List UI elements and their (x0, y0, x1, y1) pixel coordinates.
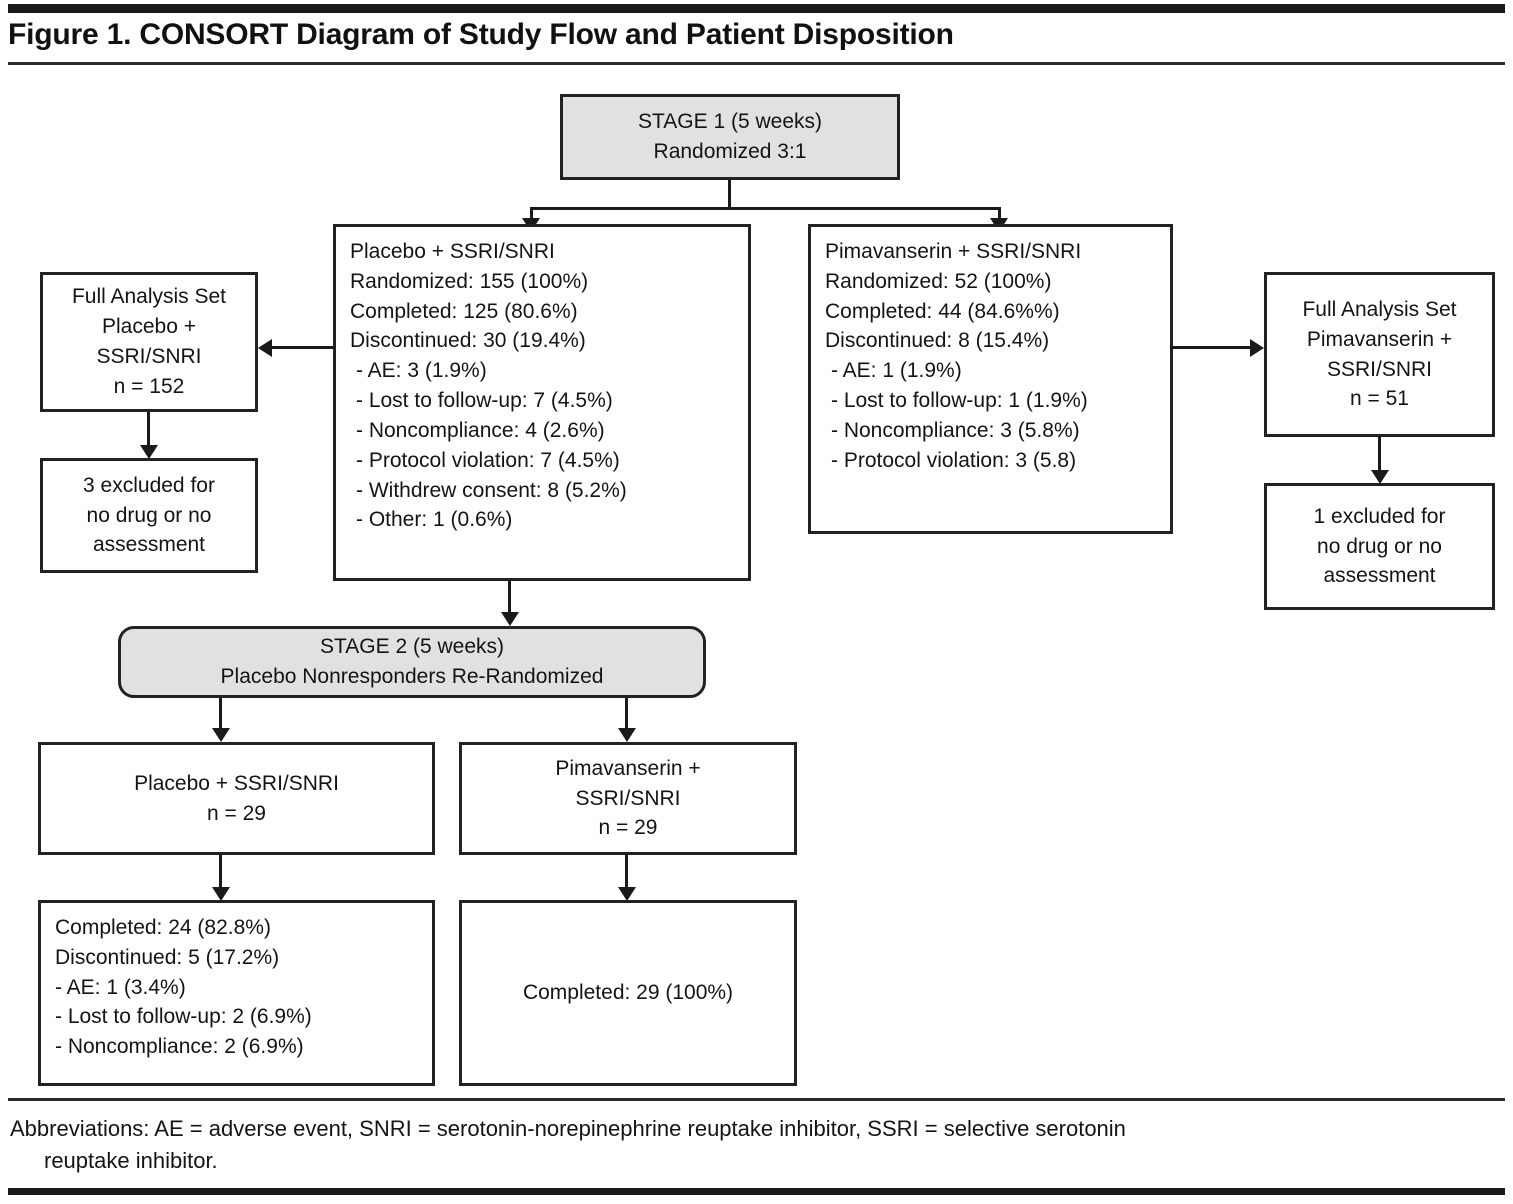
stage2-box: STAGE 2 (5 weeks) Placebo Nonresponders … (118, 626, 706, 698)
title-underline-rule (8, 62, 1505, 65)
fas-pimavanserin-line-4: n = 51 (1350, 387, 1409, 411)
fas-placebo-to-excluded-line (147, 412, 150, 451)
fas-pimavanserin-to-excluded-arrowhead (1371, 470, 1389, 484)
placebo-to-fas-line (272, 346, 334, 349)
excluded-pimavanserin-box: 1 excluded for no drug or no assessment (1264, 483, 1495, 610)
placebo-reason: - Other: 1 (0.6%) (356, 508, 513, 532)
stage2-line-1: STAGE 2 (5 weeks) (320, 635, 504, 659)
stage2-line-2: Placebo Nonresponders Re-Randomized (220, 665, 604, 688)
fas-placebo-line-1: Full Analysis Set (71, 285, 227, 309)
stage2-pimavanserin-outcome-box: Completed: 29 (100%) (459, 900, 797, 1086)
stage2-pimavanserin-line-2: SSRI/SNRI (575, 786, 681, 810)
stage2-left-arrowhead (212, 728, 230, 742)
placebo-reason: - Protocol violation: 7 (4.5%) (356, 448, 620, 472)
excluded-placebo-line-1: 3 excluded for (83, 473, 215, 497)
pimavanserin-arm-title: Pimavanserin + SSRI/SNRI (825, 240, 1082, 263)
stage1-split-bar (530, 207, 1000, 210)
stage1-line-1: STAGE 1 (5 weeks) (638, 110, 822, 134)
stage2-pimavanserin-line-3: n = 29 (598, 816, 658, 840)
excluded-placebo-box: 3 excluded for no drug or no assessment (40, 458, 258, 573)
excluded-pimavanserin-line-2: no drug or no (1317, 534, 1442, 558)
stage2-placebo-completed: Completed: 24 (82.8%) (55, 916, 271, 939)
placebo-to-stage2-arrowhead (501, 612, 519, 626)
stage2-pimavanserin-line-1: Pimavanserin + (555, 756, 701, 780)
stage2-placebo-line-1: Placebo + SSRI/SNRI (134, 771, 339, 795)
pimavanserin-arm-box: Pimavanserin + SSRI/SNRI Randomized: 52 … (808, 224, 1173, 534)
fas-pimavanserin-to-excluded-line (1378, 437, 1381, 476)
fas-placebo-line-3: SSRI/SNRI (96, 345, 202, 368)
fas-pimavanserin-line-1: Full Analysis Set (1302, 297, 1457, 321)
bottom-rule-thick (8, 1188, 1505, 1195)
excluded-placebo-line-2: no drug or no (86, 503, 212, 527)
stage2-left-drop (219, 698, 222, 733)
stage1-stem (728, 180, 731, 210)
excluded-pimavanserin-line-1: 1 excluded for (1313, 504, 1446, 528)
placebo-discontinued: Discontinued: 30 (19.4%) (350, 329, 586, 353)
placebo-arm-box: Placebo + SSRI/SNRI Randomized: 155 (100… (333, 224, 751, 581)
pimavanserin-reason: - AE: 1 (1.9%) (831, 359, 962, 383)
figure-title: Figure 1. CONSORT Diagram of Study Flow … (8, 18, 954, 51)
abbreviations-footnote: Abbreviations: AE = adverse event, SNRI … (10, 1113, 1490, 1177)
footnote-line-2: reuptake inhibitor. (44, 1147, 218, 1173)
fas-pimavanserin-box: Full Analysis Set Pimavanserin + SSRI/SN… (1264, 272, 1495, 437)
stage2-pimavanserin-to-outcome-arrowhead (618, 887, 636, 901)
stage2-right-drop (625, 698, 628, 733)
fas-placebo-box: Full Analysis Set Placebo + SSRI/SNRI n … (40, 272, 258, 412)
stage2-pimavanserin-to-outcome-line (625, 855, 628, 893)
pimavanserin-reason: - Lost to follow-up: 1 (1.9%) (831, 389, 1088, 413)
pimavanserin-randomized: Randomized: 52 (100%) (825, 269, 1052, 293)
stage2-pimavanserin-completed: Completed: 29 (100%) (522, 981, 734, 1005)
fas-placebo-to-excluded-arrowhead (140, 445, 158, 459)
stage1-line-2: Randomized 3:1 (653, 140, 807, 163)
stage2-placebo-to-outcome-line (219, 855, 222, 893)
stage2-placebo-to-outcome-arrowhead (212, 887, 230, 901)
pimavanserin-completed: Completed: 44 (84.6%%) (825, 299, 1060, 323)
stage2-placebo-line-2: n = 29 (207, 801, 266, 825)
pimavanserin-to-fas-line (1170, 346, 1252, 349)
fas-pimavanserin-line-2: Pimavanserin + (1306, 327, 1453, 351)
footnote-top-rule (8, 1098, 1505, 1101)
stage1-left-drop (530, 207, 533, 221)
placebo-completed: Completed: 125 (80.6%) (350, 299, 578, 323)
pimavanserin-discontinued: Discontinued: 8 (15.4%) (825, 329, 1050, 353)
stage2-placebo-reason: - AE: 1 (3.4%) (55, 975, 186, 999)
placebo-reason: - Noncompliance: 4 (2.6%) (356, 418, 605, 442)
stage2-pimavanserin-box: Pimavanserin + SSRI/SNRI n = 29 (459, 742, 797, 855)
pimavanserin-reason: - Noncompliance: 3 (5.8%) (831, 418, 1080, 442)
fas-placebo-line-4: n = 152 (113, 374, 185, 398)
placebo-reason: - Withdrew consent: 8 (5.2%) (356, 478, 627, 502)
excluded-placebo-line-3: assessment (92, 533, 206, 557)
stage2-placebo-box: Placebo + SSRI/SNRI n = 29 (38, 742, 435, 855)
top-rule-thick (8, 4, 1505, 13)
placebo-reason: - AE: 3 (1.9%) (356, 359, 487, 383)
stage2-right-arrowhead (618, 728, 636, 742)
placebo-arm-title: Placebo + SSRI/SNRI (350, 240, 555, 263)
stage2-placebo-reason: - Lost to follow-up: 2 (6.9%) (55, 1005, 312, 1029)
pimavanserin-reason: - Protocol violation: 3 (5.8) (831, 448, 1077, 472)
fas-pimavanserin-line-3: SSRI/SNRI (1326, 357, 1433, 381)
placebo-to-stage2-line (508, 581, 511, 619)
footnote-line-1: Abbreviations: AE = adverse event, SNRI … (10, 1116, 1126, 1141)
placebo-reason: - Lost to follow-up: 7 (4.5%) (356, 389, 613, 413)
stage1-box: STAGE 1 (5 weeks) Randomized 3:1 (560, 94, 900, 180)
stage2-placebo-reason: - Noncompliance: 2 (6.9%) (55, 1035, 304, 1059)
stage2-placebo-outcome-box: Completed: 24 (82.8%) Discontinued: 5 (1… (38, 900, 435, 1086)
stage1-right-drop (998, 207, 1001, 221)
fas-placebo-line-2: Placebo + (102, 315, 196, 339)
pimavanserin-to-fas-arrowhead (1250, 339, 1264, 357)
excluded-pimavanserin-line-3: assessment (1323, 564, 1436, 588)
placebo-to-fas-arrowhead (258, 339, 272, 357)
placebo-randomized: Randomized: 155 (100%) (350, 269, 589, 293)
stage2-placebo-discontinued: Discontinued: 5 (17.2%) (55, 945, 280, 969)
